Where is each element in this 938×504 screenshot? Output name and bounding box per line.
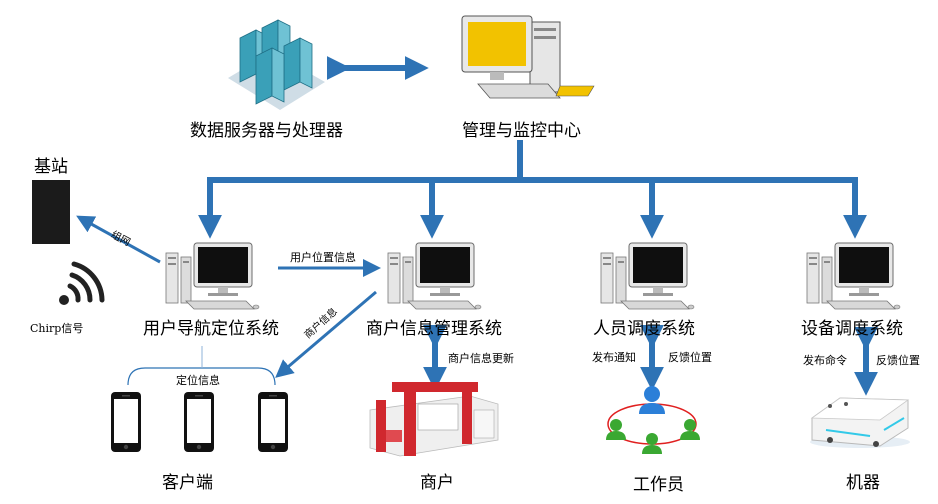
robot-icon (810, 397, 910, 448)
phone-icon (184, 392, 214, 452)
base-station-icon (32, 180, 70, 244)
merchant-update-edge-label: 商户信息更新 (448, 352, 514, 365)
publish-notice-edge-label: 发布通知 (592, 351, 636, 364)
monitor-center-label: 管理与监控中心 (462, 121, 581, 141)
location-info-edge-label: 定位信息 (176, 374, 220, 387)
device-dispatch-computer-icon (806, 242, 901, 310)
merchant-mgmt-computer-icon (387, 242, 482, 310)
merchant-label: 商户 (420, 473, 454, 493)
chirp-label: Chirp信号 (30, 322, 84, 335)
device-dispatch-label: 设备调度系统 (801, 319, 903, 339)
monitor-center-icon (461, 15, 595, 99)
user-position-edge-label: 用户位置信息 (290, 251, 356, 264)
server-cluster-icon (228, 19, 325, 110)
phone-icon (258, 392, 288, 452)
client-label: 客户端 (162, 473, 213, 493)
feedback-position-edge-label: 反馈位置 (668, 351, 712, 364)
feedback-position-edge-label-2: 反馈位置 (876, 354, 920, 367)
staff-dispatch-computer-icon (600, 242, 695, 310)
merchant-booth-icon (369, 382, 499, 457)
base-station-label: 基站 (34, 157, 68, 177)
merchant-mgmt-label: 商户信息管理系统 (366, 319, 502, 339)
staff-dispatch-label: 人员调度系统 (593, 319, 695, 339)
data-server-label: 数据服务器与处理器 (190, 121, 343, 141)
machine-label: 机器 (846, 473, 880, 493)
worker-network-icon (606, 386, 700, 454)
user-nav-label: 用户导航定位系统 (143, 319, 279, 339)
connection-arrows (76, 56, 878, 396)
worker-label: 工作员 (633, 475, 684, 495)
phone-icon (111, 392, 141, 452)
chirp-signal-icon (59, 261, 105, 305)
publish-command-edge-label: 发布命令 (803, 354, 847, 367)
user-nav-computer-icon (165, 242, 260, 310)
